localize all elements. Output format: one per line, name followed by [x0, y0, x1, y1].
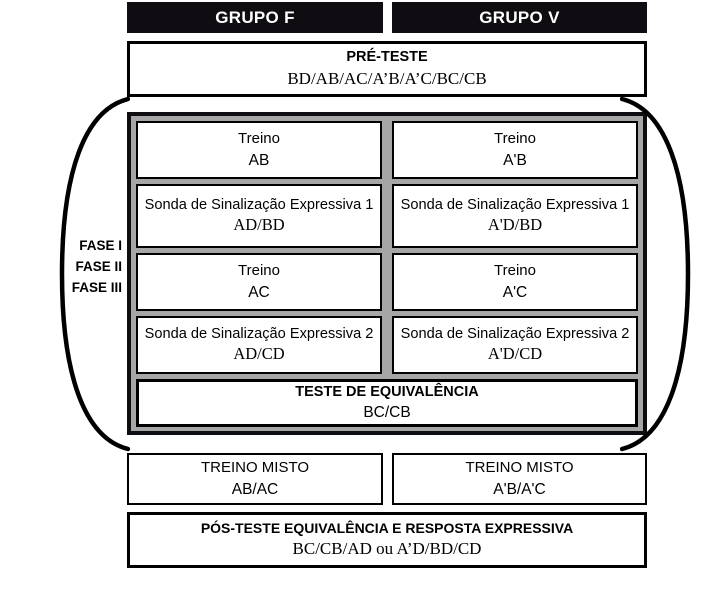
cell-relations: AB: [248, 151, 270, 169]
cell-title: Treino: [238, 261, 280, 279]
group-header-f-label: GRUPO F: [215, 7, 295, 27]
mixed-training-v: TREINO MISTO A'B/A'C: [392, 453, 647, 505]
mixed-training-f-title: TREINO MISTO: [200, 458, 310, 476]
cell-relations: A'D/CD: [487, 344, 543, 364]
cell-relations: AC: [248, 283, 270, 301]
phase-label-2: FASE II: [75, 258, 122, 274]
pre-test-title: PRÉ-TESTE: [346, 48, 428, 65]
pre-test-relations: BD/AB/AC/A’B/A’C/BC/CB: [287, 68, 487, 88]
mixed-training-v-relations: A'B/A'C: [493, 480, 546, 498]
cell-title: Treino: [494, 129, 536, 147]
cell-sonda-1-f: Sonda de Sinalização Expressiva 1 AD/BD: [136, 184, 382, 248]
group-header-v: GRUPO V: [392, 2, 647, 33]
cell-relations: A'B: [503, 151, 527, 169]
phase-label-3: FASE III: [71, 279, 122, 295]
post-test-relations: BC/CB/AD ou A’D/BD/CD: [292, 539, 482, 559]
cell-relations: AD/BD: [233, 215, 285, 235]
cell-relations: AD/CD: [233, 344, 285, 364]
equivalence-test-box: TESTE DE EQUIVALÊNCIA BC/CB: [136, 379, 638, 427]
cell-title: Sonda de Sinalização Expressiva 1: [144, 196, 374, 213]
mixed-training-f: TREINO MISTO AB/AC: [127, 453, 383, 505]
equivalence-test-relations: BC/CB: [363, 403, 411, 421]
phase-label-1: FASE I: [79, 238, 122, 253]
pre-test-box: PRÉ-TESTE BD/AB/AC/A’B/A’C/BC/CB: [127, 41, 647, 97]
cell-title: Sonda de Sinalização Expressiva 1: [400, 196, 630, 213]
cell-title: Treino: [494, 261, 536, 279]
cell-relations: A'C: [502, 283, 528, 301]
mixed-training-v-title: TREINO MISTO: [465, 458, 574, 476]
cell-relations: A'D/BD: [487, 215, 543, 235]
group-header-v-label: GRUPO V: [479, 7, 560, 27]
post-test-title: PÓS-TESTE EQUIVALÊNCIA E RESPOSTA EXPRES…: [200, 520, 574, 537]
cell-title: Treino: [238, 129, 280, 147]
cell-treino-apb: Treino A'B: [392, 121, 638, 179]
phase-labels: FASE I FASE II FASE III: [44, 236, 122, 299]
cell-title: Sonda de Sinalização Expressiva 2: [144, 325, 374, 342]
group-header-f: GRUPO F: [127, 2, 383, 33]
cell-sonda-2-v: Sonda de Sinalização Expressiva 2 A'D/CD: [392, 316, 638, 374]
cell-title: Sonda de Sinalização Expressiva 2: [400, 325, 630, 342]
cell-sonda-2-f: Sonda de Sinalização Expressiva 2 AD/CD: [136, 316, 382, 374]
cell-treino-apc: Treino A'C: [392, 253, 638, 311]
cell-sonda-1-v: Sonda de Sinalização Expressiva 1 A'D/BD: [392, 184, 638, 248]
cell-treino-ab: Treino AB: [136, 121, 382, 179]
post-test-box: PÓS-TESTE EQUIVALÊNCIA E RESPOSTA EXPRES…: [127, 512, 647, 568]
mixed-training-f-relations: AB/AC: [231, 480, 279, 498]
equivalence-test-title: TESTE DE EQUIVALÊNCIA: [295, 383, 479, 400]
cell-treino-ac: Treino AC: [136, 253, 382, 311]
